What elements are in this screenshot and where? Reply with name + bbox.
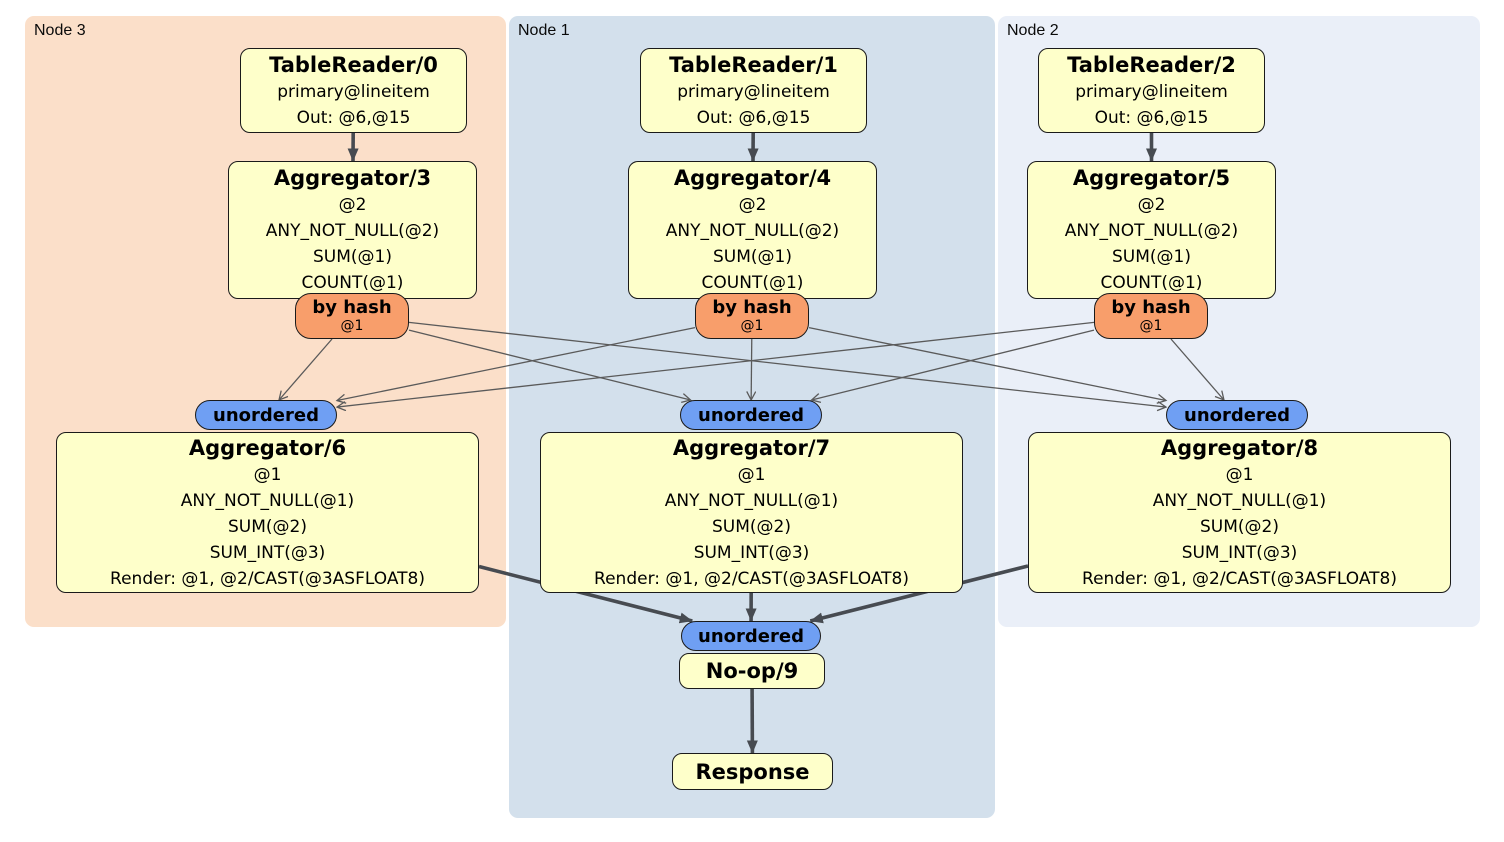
box-line: SUM_INT(@3) <box>1181 542 1298 563</box>
box-line: Out: @6,@15 <box>696 107 811 128</box>
box-line: @2 <box>738 195 767 215</box>
router-sub: @1 <box>740 318 764 334</box>
box-title: Aggregator/6 <box>188 435 347 460</box>
router-sub: @1 <box>1139 318 1163 334</box>
node-label-2: Node 2 <box>1007 22 1059 39</box>
box-line: Render: @1, @2/CAST(@3ASFLOAT8) <box>110 568 425 589</box>
box-line: @2 <box>338 195 367 215</box>
box-line: COUNT(@1) <box>701 273 804 293</box>
box-tablereader-2: TableReader/2 primary@lineitem Out: @6,@… <box>1038 48 1265 133</box>
box-line: @2 <box>1137 195 1166 215</box>
box-line: SUM(@1) <box>713 247 792 267</box>
box-line: ANY_NOT_NULL(@2) <box>665 221 840 241</box>
router-label: by hash <box>712 297 792 318</box>
node-label-3: Node 3 <box>34 22 86 39</box>
box-noop-9: No-op/9 <box>679 653 825 689</box>
box-line: SUM(@2) <box>228 516 307 537</box>
box-line: @1 <box>737 464 766 485</box>
box-line: primary@lineitem <box>277 81 430 102</box>
box-line: ANY_NOT_NULL(@1) <box>1152 490 1327 511</box>
box-title: Response <box>695 759 810 784</box>
router-label: by hash <box>312 297 392 318</box>
box-title: Aggregator/4 <box>673 166 832 190</box>
node-label-1: Node 1 <box>518 22 570 39</box>
box-aggregator-3: Aggregator/3 @2 ANY_NOT_NULL(@2) SUM(@1)… <box>228 161 477 299</box>
sync-badge-unordered: unordered <box>680 400 822 430</box>
box-aggregator-7: Aggregator/7 @1 ANY_NOT_NULL(@1) SUM(@2)… <box>540 432 963 593</box>
sync-label: unordered <box>213 404 319 426</box>
box-line: Out: @6,@15 <box>1094 107 1209 128</box>
box-title: Aggregator/3 <box>273 166 432 190</box>
box-line: SUM_INT(@3) <box>209 542 326 563</box>
box-tablereader-1: TableReader/1 primary@lineitem Out: @6,@… <box>640 48 867 133</box>
box-line: @1 <box>1225 464 1254 485</box>
router-label: by hash <box>1111 297 1191 318</box>
box-line: ANY_NOT_NULL(@1) <box>664 490 839 511</box>
box-line: SUM_INT(@3) <box>693 542 810 563</box>
box-tablereader-0: TableReader/0 primary@lineitem Out: @6,@… <box>240 48 467 133</box>
box-line: COUNT(@1) <box>301 273 404 293</box>
box-title: Aggregator/8 <box>1160 435 1319 460</box>
box-title: No-op/9 <box>705 659 799 683</box>
box-line: Render: @1, @2/CAST(@3ASFLOAT8) <box>594 568 909 589</box>
box-line: ANY_NOT_NULL(@1) <box>180 490 355 511</box>
box-line: SUM(@2) <box>1200 516 1279 537</box>
box-title: TableReader/0 <box>269 52 438 77</box>
sync-badge-unordered-final: unordered <box>681 621 821 651</box>
box-line: COUNT(@1) <box>1100 273 1203 293</box>
box-title: Aggregator/7 <box>672 435 831 460</box>
box-title: TableReader/2 <box>1067 52 1236 77</box>
box-line: @1 <box>253 464 282 485</box>
box-aggregator-6: Aggregator/6 @1 ANY_NOT_NULL(@1) SUM(@2)… <box>56 432 479 593</box>
router-badge-by-hash: by hash @1 <box>295 293 409 339</box>
box-title: TableReader/1 <box>669 52 838 77</box>
sync-badge-unordered: unordered <box>1166 400 1308 430</box>
box-line: primary@lineitem <box>677 81 830 102</box>
box-line: Out: @6,@15 <box>296 107 411 128</box>
box-title: Aggregator/5 <box>1072 166 1231 190</box>
box-line: Render: @1, @2/CAST(@3ASFLOAT8) <box>1082 568 1397 589</box>
box-line: SUM(@2) <box>712 516 791 537</box>
box-line: SUM(@1) <box>313 247 392 267</box>
box-line: SUM(@1) <box>1112 247 1191 267</box>
router-badge-by-hash: by hash @1 <box>695 293 809 339</box>
box-aggregator-4: Aggregator/4 @2 ANY_NOT_NULL(@2) SUM(@1)… <box>628 161 877 299</box>
box-response: Response <box>672 753 833 790</box>
sync-label: unordered <box>1184 404 1290 426</box>
box-line: ANY_NOT_NULL(@2) <box>1064 221 1239 241</box>
sync-badge-unordered: unordered <box>195 400 337 430</box>
router-sub: @1 <box>340 318 364 334</box>
sync-label: unordered <box>698 625 804 647</box>
box-aggregator-8: Aggregator/8 @1 ANY_NOT_NULL(@1) SUM(@2)… <box>1028 432 1451 593</box>
box-line: primary@lineitem <box>1075 81 1228 102</box>
box-line: ANY_NOT_NULL(@2) <box>265 221 440 241</box>
sync-label: unordered <box>698 404 804 426</box>
router-badge-by-hash: by hash @1 <box>1094 293 1208 339</box>
box-aggregator-5: Aggregator/5 @2 ANY_NOT_NULL(@2) SUM(@1)… <box>1027 161 1276 299</box>
